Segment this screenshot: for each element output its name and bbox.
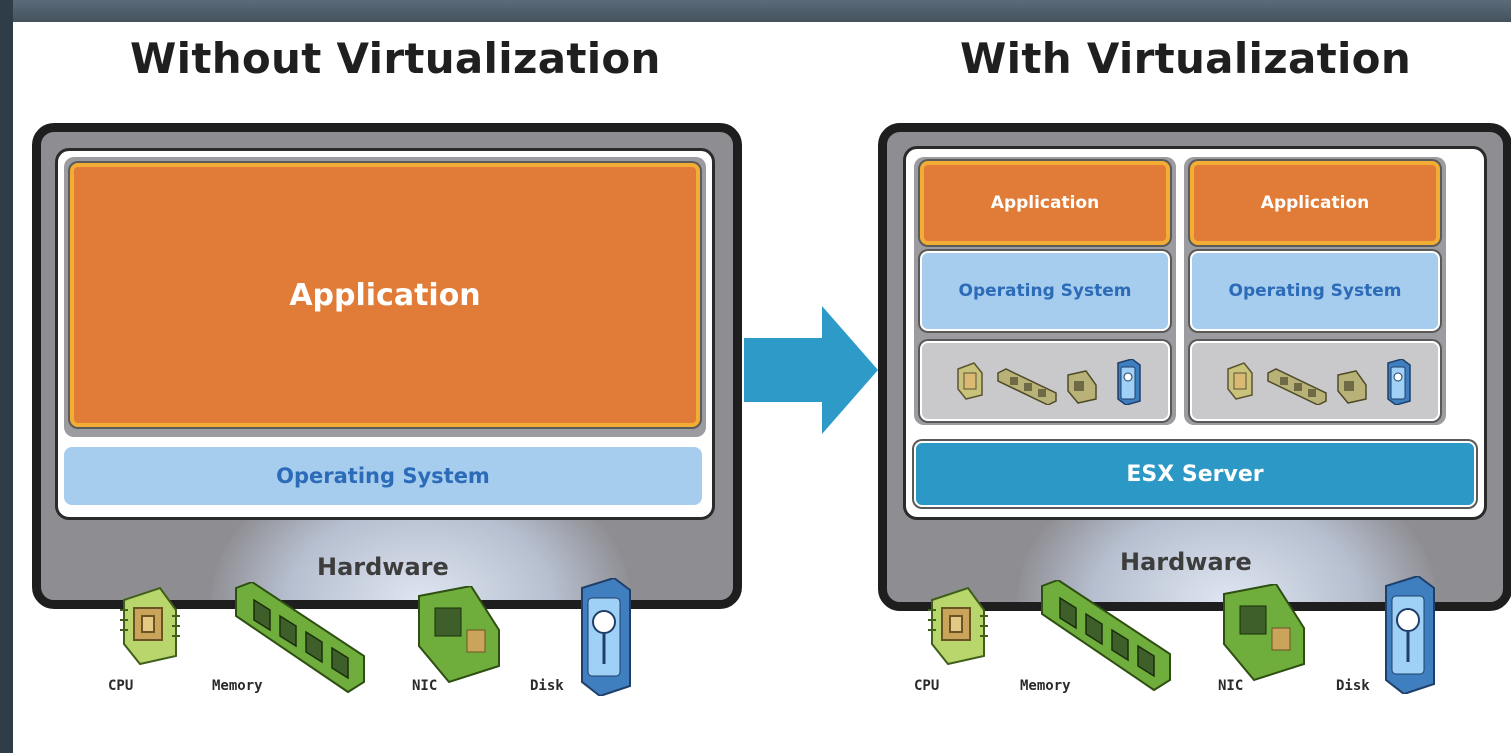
left-nic-label: NIC [412, 678, 438, 694]
vm1-os-label: Operating System [958, 281, 1132, 301]
vm2-application-label: Application [1260, 193, 1370, 213]
left-title: Without Virtualization [130, 34, 661, 83]
vm2-os-box: Operating System [1190, 251, 1440, 331]
vm2-disk-icon [1387, 359, 1411, 405]
vm1-application-box: Application [920, 161, 1170, 245]
cpu-chip-icon [120, 586, 180, 666]
vm2-nic-icon [1337, 370, 1367, 404]
left-application-box: Application [70, 163, 700, 427]
left-application-label: Application [289, 277, 481, 313]
vm1-os-box: Operating System [920, 251, 1170, 331]
vm2-memory-icon [1267, 368, 1327, 405]
vm2-virtual-hardware-icons [1227, 359, 1411, 405]
disk-drive-icon [581, 578, 631, 696]
vm2-cpu-icon [1227, 362, 1253, 400]
right-memory-label: Memory [1020, 678, 1071, 694]
right-nic-label: NIC [1218, 678, 1244, 694]
nic-card-icon [418, 586, 500, 684]
left-inner-panel: Application Operating System [55, 148, 715, 520]
vm2-os-label: Operating System [1228, 281, 1402, 301]
top-band [0, 0, 1511, 22]
right-memory-module-icon [1041, 580, 1171, 692]
right-hardware-label: Hardware [1120, 548, 1252, 576]
left-os-box: Operating System [64, 447, 702, 505]
vm1-cpu-icon [957, 362, 983, 400]
vm1-nic-icon [1067, 370, 1097, 404]
right-inner-panel: Application Operating System [903, 146, 1487, 520]
esx-server-label: ESX Server [1126, 461, 1264, 487]
left-band [0, 0, 13, 753]
left-hardware-label: Hardware [317, 553, 449, 581]
vm2-virtual-hardware-box [1190, 341, 1440, 421]
vm1-application-label: Application [990, 193, 1100, 213]
right-disk-label: Disk [1336, 678, 1370, 694]
vm1-virtual-hardware-box [920, 341, 1170, 421]
right-cpu-label: CPU [914, 678, 940, 694]
right-cpu-chip-icon [928, 586, 988, 666]
right-arrow-icon [744, 306, 878, 434]
vm1-virtual-hardware-icons [957, 359, 1141, 405]
right-nic-card-icon [1223, 584, 1305, 682]
right-disk-drive-icon [1385, 576, 1435, 694]
right-title: With Virtualization [960, 34, 1412, 83]
right-hardware-frame: Application Operating System [878, 123, 1511, 611]
left-hardware-frame: Application Operating System [32, 123, 742, 609]
esx-server-box: ESX Server [914, 441, 1476, 507]
left-cpu-label: CPU [108, 678, 134, 694]
left-memory-label: Memory [212, 678, 263, 694]
vm1-memory-icon [997, 368, 1057, 405]
vm2-application-box: Application [1190, 161, 1440, 245]
left-os-label: Operating System [276, 464, 490, 488]
memory-module-icon [235, 582, 365, 694]
vm1-disk-icon [1117, 359, 1141, 405]
left-disk-label: Disk [530, 678, 564, 694]
